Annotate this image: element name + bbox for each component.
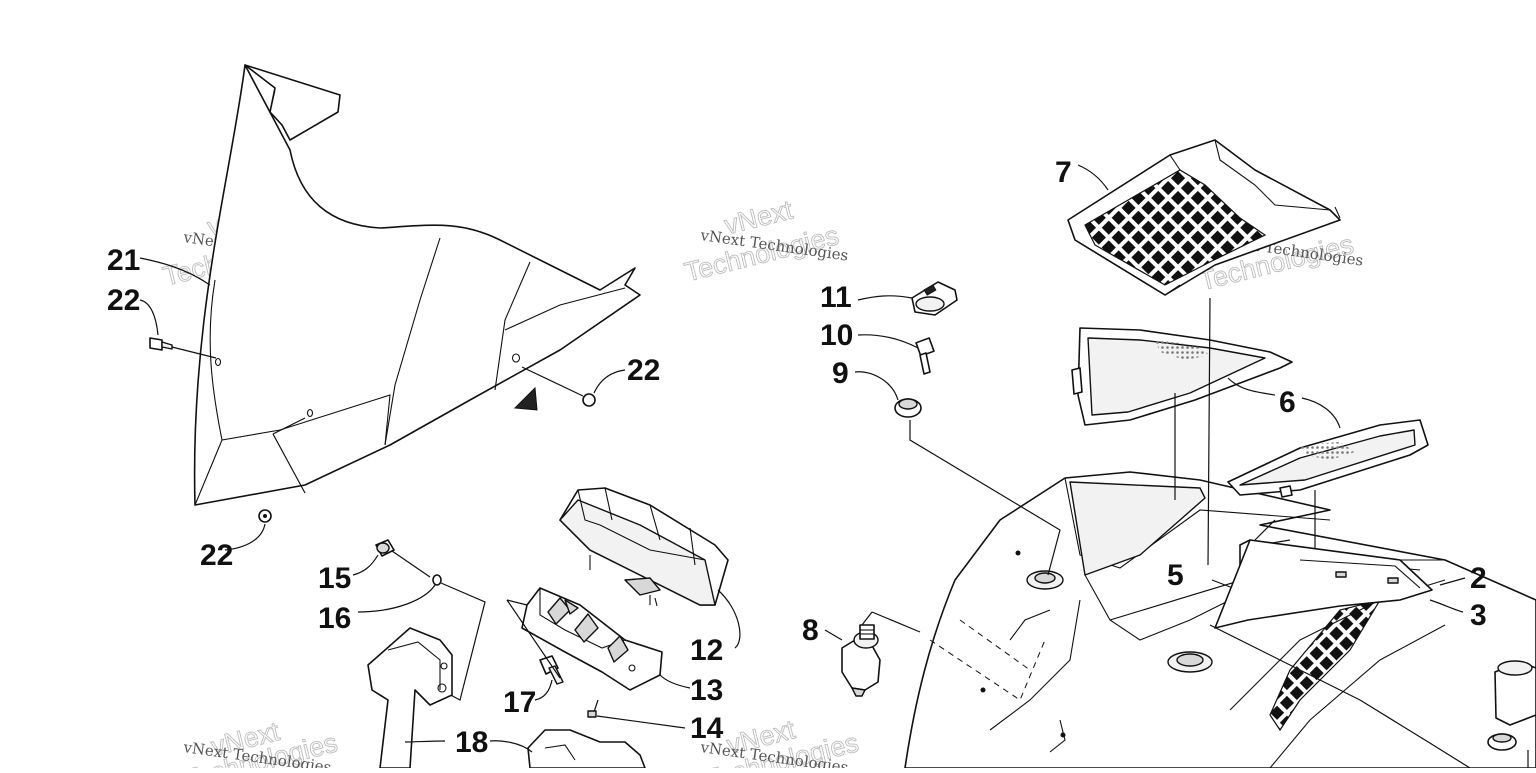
nut-part xyxy=(1487,733,1517,751)
callout-7: 7 xyxy=(1055,156,1072,189)
washer-part-16 xyxy=(432,574,442,586)
callout-22: 22 xyxy=(200,539,233,572)
gauge-part-12 xyxy=(559,487,729,607)
bolt-part-17 xyxy=(539,655,564,685)
watermark-group: vNext Technologies xyxy=(701,714,862,773)
ignition-switch-part-8 xyxy=(841,624,881,697)
grille-part-7 xyxy=(1067,139,1341,296)
gauge-bracket-part-13 xyxy=(521,587,663,691)
ignition-cap-part-11 xyxy=(911,281,958,316)
callout-16: 16 xyxy=(318,602,351,635)
callout-11: 11 xyxy=(820,281,852,314)
callout-2: 2 xyxy=(1470,562,1487,595)
callout-15: 15 xyxy=(318,562,351,595)
windshield-part-21 xyxy=(193,64,641,506)
callout-12: 12 xyxy=(690,634,723,667)
insert-part-6 xyxy=(1227,419,1429,498)
insert-part-6 xyxy=(1071,327,1293,426)
callout-9: 9 xyxy=(832,357,849,390)
nut-part-9 xyxy=(894,398,922,418)
callout-14: 14 xyxy=(690,712,724,745)
screw-part-22 xyxy=(521,366,596,407)
callout-3: 3 xyxy=(1470,599,1487,632)
nut-part-15 xyxy=(375,539,395,557)
trim-part-2 xyxy=(1214,539,1433,629)
callout-22: 22 xyxy=(107,284,140,317)
key-part-10 xyxy=(915,337,935,375)
callout-21: 21 xyxy=(107,244,140,277)
clip-part-14 xyxy=(587,710,597,718)
callout-5: 5 xyxy=(1167,559,1184,592)
callout-10: 10 xyxy=(820,319,853,352)
callout-22: 22 xyxy=(627,354,660,387)
direction-arrow-icon xyxy=(513,386,538,411)
callout-13: 13 xyxy=(690,674,723,707)
callout-6: 6 xyxy=(1279,386,1296,419)
callout-17: 17 xyxy=(503,686,536,719)
callout-18: 18 xyxy=(455,726,488,759)
screw-part-22 xyxy=(149,337,217,359)
washer-part-22 xyxy=(258,509,272,523)
bracket-part-18 xyxy=(527,729,646,769)
cap-part xyxy=(1494,660,1536,726)
bracket-part-18 xyxy=(367,627,453,769)
callout-8: 8 xyxy=(802,614,819,647)
